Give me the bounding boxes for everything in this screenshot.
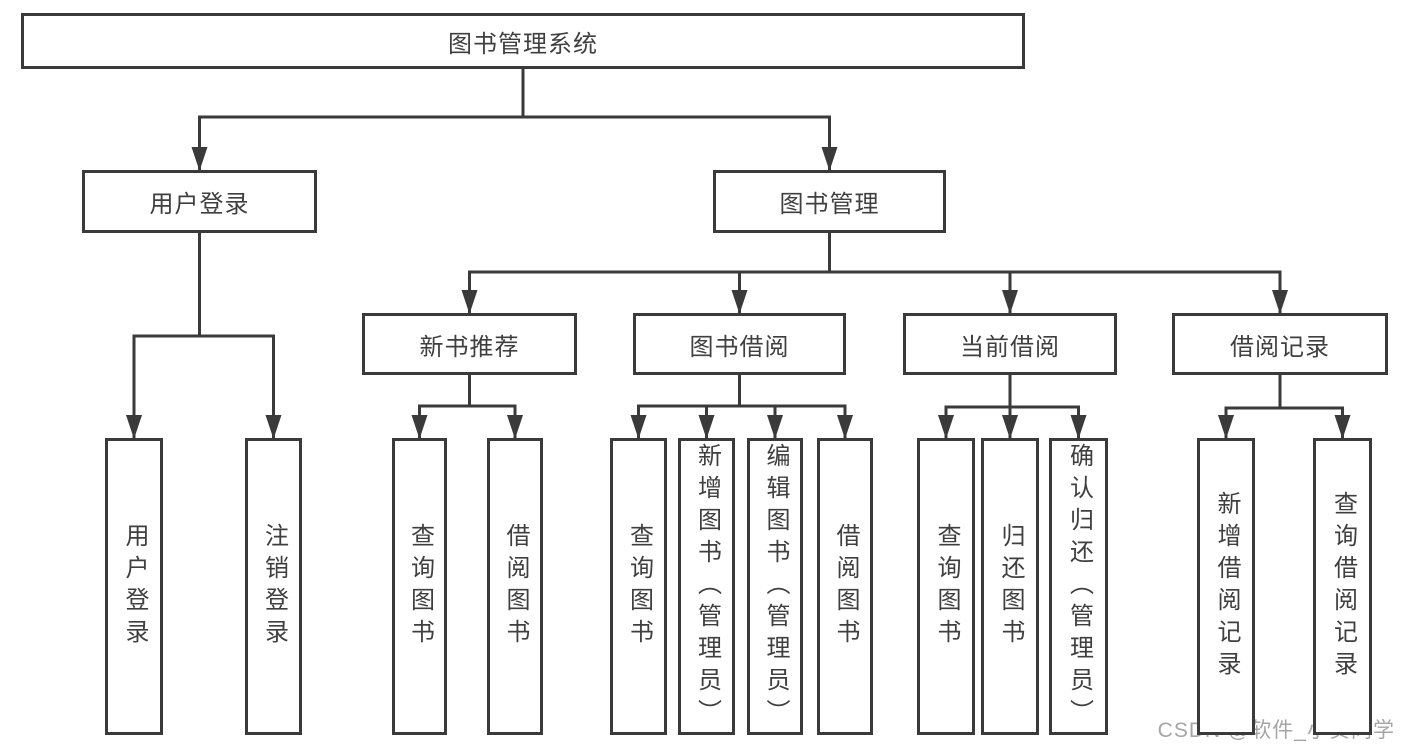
arrowhead-icon <box>698 415 715 439</box>
arrowhead-icon <box>731 290 748 314</box>
arrowhead-icon <box>767 415 783 439</box>
node-borrow-records: 借阅记录 <box>1172 313 1388 375</box>
node-leaf-br-add-label: 新增借阅记录 <box>1213 490 1240 683</box>
node-leaf-logout: 注销登录 <box>245 438 302 735</box>
node-book-mgmt: 图书管理 <box>713 170 946 233</box>
node-root-label: 图书管理系统 <box>448 30 598 58</box>
arrowhead-icon <box>1218 415 1234 439</box>
node-leaf-bb-borrow: 借阅图书 <box>817 438 873 735</box>
node-leaf-br-query-label: 查询借阅记录 <box>1329 490 1357 683</box>
node-borrow-records-label: 借阅记录 <box>1230 333 1330 361</box>
node-leaf-bb-add-label: 新增图书（管理员） <box>693 442 721 731</box>
node-leaf-cb-return-label: 归还图书 <box>997 522 1024 651</box>
node-leaf-bb-edit-label: 编辑图书（管理员） <box>762 442 789 731</box>
node-leaf-br-add: 新增借阅记录 <box>1197 438 1255 735</box>
node-user-login-label: 用户登录 <box>149 191 250 218</box>
arrowhead-icon <box>630 415 647 439</box>
arrowhead-icon <box>1272 290 1288 314</box>
node-leaf-login: 用户登录 <box>105 438 163 735</box>
node-leaf-br-query: 查询借阅记录 <box>1313 438 1372 735</box>
arrowhead-icon <box>265 415 282 439</box>
arrowhead-icon <box>1002 415 1018 439</box>
node-leaf-cb-query-label: 查询图书 <box>933 522 960 651</box>
node-leaf-bb-add: 新增图书（管理员） <box>678 438 735 735</box>
node-leaf-bb-borrow-label: 借阅图书 <box>832 522 859 651</box>
node-leaf-rec-query: 查询图书 <box>392 438 447 735</box>
node-book-mgmt-label: 图书管理 <box>779 191 880 218</box>
arrowhead-icon <box>191 147 208 171</box>
node-book-borrow: 图书借阅 <box>633 313 846 375</box>
node-current-borrow-label: 当前借阅 <box>960 333 1060 361</box>
node-leaf-bb-query: 查询图书 <box>610 438 667 735</box>
node-leaf-rec-borrow-label: 借阅图书 <box>502 522 529 651</box>
arrowhead-icon <box>1334 415 1351 439</box>
node-root: 图书管理系统 <box>21 13 1025 69</box>
node-leaf-logout-label: 注销登录 <box>260 522 288 651</box>
arrowhead-icon <box>837 415 853 439</box>
node-leaf-cb-confirm: 确认归还（管理员） <box>1049 438 1108 735</box>
node-leaf-bb-query-label: 查询图书 <box>625 522 653 651</box>
arrowhead-icon <box>411 415 428 439</box>
node-current-borrow: 当前借阅 <box>903 313 1117 375</box>
arrowhead-icon <box>507 415 523 439</box>
node-user-login: 用户登录 <box>82 170 317 233</box>
arrowhead-icon <box>821 147 838 171</box>
arrowhead-icon <box>461 290 478 314</box>
node-leaf-bb-edit: 编辑图书（管理员） <box>747 438 803 735</box>
node-leaf-rec-query-label: 查询图书 <box>406 522 434 651</box>
arrowhead-icon <box>938 415 954 439</box>
arrowhead-icon <box>1002 290 1018 314</box>
arrowhead-icon <box>126 415 142 439</box>
node-leaf-rec-borrow: 借阅图书 <box>487 438 543 735</box>
node-new-book-rec-label: 新书推荐 <box>419 333 520 361</box>
node-leaf-login-label: 用户登录 <box>121 522 148 651</box>
node-book-borrow-label: 图书借阅 <box>689 333 790 361</box>
node-leaf-cb-confirm-label: 确认归还（管理员） <box>1065 442 1093 731</box>
node-leaf-cb-query: 查询图书 <box>917 438 975 735</box>
arrowhead-icon <box>1070 415 1087 439</box>
node-new-book-rec: 新书推荐 <box>362 313 577 375</box>
node-leaf-cb-return: 归还图书 <box>981 438 1039 735</box>
